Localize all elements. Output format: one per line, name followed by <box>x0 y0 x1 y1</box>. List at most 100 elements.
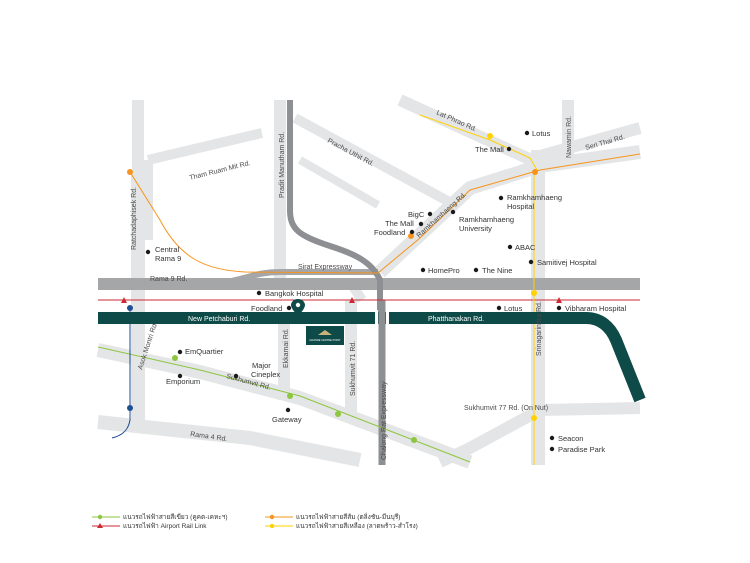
poi-dot-emquartier <box>177 349 183 355</box>
label-ekkamai: Ekkamai Rd. <box>283 328 290 368</box>
station-yellow-2 <box>531 290 537 296</box>
road-rama4 <box>97 415 362 467</box>
location-pin-icon <box>291 299 305 316</box>
poi-the-mall-top: The Mall <box>475 145 504 154</box>
road-chalong-rat-gap <box>375 310 378 324</box>
poi-foodland-ramk: Foodland <box>374 228 405 237</box>
poi-dot-ramk-university <box>450 209 456 215</box>
poi-dot-the-nine <box>473 267 479 273</box>
poi-samitivej: Samitivej Hospital <box>537 258 597 267</box>
poi-dot-the-mall-ramk <box>418 221 424 227</box>
poi-emquartier: EmQuartier <box>185 347 224 356</box>
poi-dot-paradise-park <box>549 446 555 452</box>
road-chalong-rat-gap-2 <box>386 310 389 324</box>
legend-green-label: แนวรถไฟฟ้าสายสีเขียว (คูคต-เคหะฯ) <box>123 513 228 521</box>
poi-the-nine: The Nine <box>482 266 512 275</box>
legend-dot-green <box>97 514 103 520</box>
poi-dot-major-cineplex <box>233 373 239 379</box>
poi-lotus-top: Lotus <box>532 129 551 138</box>
poi-vibharam: Vibharam Hospital <box>565 304 626 313</box>
poi-ramk-university-2: University <box>459 224 492 233</box>
poi-dot-homepro <box>420 267 426 273</box>
poi-dot-lotus-mid <box>496 305 502 311</box>
poi-dot-the-mall-top <box>506 146 512 152</box>
poi-dot-bangkok-hospital <box>256 290 262 296</box>
hotel-logo-icon <box>318 330 332 335</box>
poi-bigc: BigC <box>408 210 425 219</box>
poi-dot-ramk-hospital <box>498 195 504 201</box>
legend-orange-label: แนวรถไฟฟ้าสายสีส้ม (ตลิ่งชัน-มีนบุรี) <box>296 512 400 521</box>
station-orange-east <box>532 169 538 175</box>
poi-bangkok-hospital: Bangkok Hospital <box>265 289 324 298</box>
stations <box>121 133 562 443</box>
road-seri-thai <box>538 122 642 162</box>
poi-foodland: Foodland <box>251 304 282 313</box>
poi-central-rama9-1: Central <box>155 245 180 254</box>
orange-line <box>129 153 641 274</box>
label-pradit-manutham: Pradit Manutham Rd. <box>279 132 286 198</box>
label-ratchadaphisek: Ratchadaphisek Rd. <box>131 187 138 250</box>
road-pracha-uthit-2 <box>298 156 380 209</box>
poi-lotus-mid: Lotus <box>504 304 523 313</box>
station-orange-ratchada <box>127 169 133 175</box>
station-orange-ramk <box>408 233 414 239</box>
label-chalong-rat: Chalong Rat Expressway <box>381 381 388 460</box>
station-green-2 <box>287 393 293 399</box>
poi-major-cineplex-2: Cineplex <box>251 370 280 379</box>
poi-dot-central-rama9 <box>145 249 151 255</box>
poi-paradise-park: Paradise Park <box>558 445 605 454</box>
poi-dot-samitivej <box>528 259 534 265</box>
poi-ramk-hospital-2: Hospital <box>507 202 534 211</box>
station-green-4 <box>411 437 417 443</box>
poi-dot-foodland-ramk <box>409 229 415 235</box>
poi-dot-gateway <box>285 407 291 413</box>
station-green-3 <box>335 411 341 417</box>
legend: แนวรถไฟฟ้าสายสีเขียว (คูคต-เคหะฯ) แนวรถไ… <box>92 512 418 530</box>
station-blue-1 <box>127 305 133 311</box>
label-nawamin: Nawamin Rd. <box>566 116 573 158</box>
poi-homepro: HomePro <box>428 266 460 275</box>
hotel-logo-box <box>306 326 344 345</box>
hotel-name: GRANDE CENTRE POINT <box>309 338 341 342</box>
poi-dot-emporium <box>177 373 183 379</box>
road-lat-phrao <box>397 94 541 169</box>
road-pracha-uthit <box>292 113 458 210</box>
station-airport-3 <box>556 297 562 303</box>
poi-ramk-university-1: Ramkhamhaeng <box>459 215 514 224</box>
label-phatthanakan: Phatthanakan Rd. <box>428 316 484 323</box>
poi-dot-foodland <box>286 305 292 311</box>
hotel-marker[interactable]: GRANDE CENTRE POINT <box>291 299 344 345</box>
legend-dot-yellow <box>269 523 275 529</box>
road-tham-ruam-mit <box>146 128 264 165</box>
green-line <box>97 346 471 463</box>
poi-dot-abac <box>507 244 513 250</box>
poi-dot-bigc <box>427 211 433 217</box>
station-yellow-3 <box>531 415 537 421</box>
road-ramkhamhaeng <box>375 145 641 278</box>
poi-dot-vibharam <box>556 305 562 311</box>
station-airport-1 <box>121 297 127 303</box>
legend-airport-label: แนวรถไฟฟ้า Airport Rail Link <box>123 522 207 530</box>
poi-dot-lotus-top <box>524 130 530 136</box>
poi-major-cineplex-1: Major <box>252 361 271 370</box>
road-pradit-expressway <box>287 100 383 315</box>
station-airport-2 <box>349 297 355 303</box>
points-of-interest: Lotus The Mall Ramkhamhaeng Hospital Big… <box>145 129 626 454</box>
station-green-1 <box>172 355 178 361</box>
road-sukhumvit77 <box>437 402 641 468</box>
label-new-petchaburi: New Petchaburi Rd. <box>188 316 250 323</box>
road-new-petchaburi-phatthanakan <box>98 312 646 403</box>
poi-dot-seacon <box>549 435 555 441</box>
poi-emporium: Emporium <box>166 377 200 386</box>
legend-yellow-label: แนวรถไฟฟ้าสายสีเหลือง (ลาดพร้าว-สำโรง) <box>296 522 418 530</box>
legend-triangle-airport <box>97 523 103 528</box>
poi-seacon: Seacon <box>558 434 583 443</box>
label-sukhumvit77: Sukhumvit 77 Rd. (On Nut) <box>464 405 548 412</box>
label-srinagarindra: Srinagarindra Rd. <box>536 301 543 356</box>
label-sirat-expressway: Sirat Expressway <box>298 264 353 271</box>
location-pin-hole <box>295 302 301 308</box>
poi-the-mall-ramk: The Mall <box>385 219 414 228</box>
label-rama9: Rama 9 Rd. <box>150 276 187 283</box>
poi-abac: ABAC <box>515 243 536 252</box>
